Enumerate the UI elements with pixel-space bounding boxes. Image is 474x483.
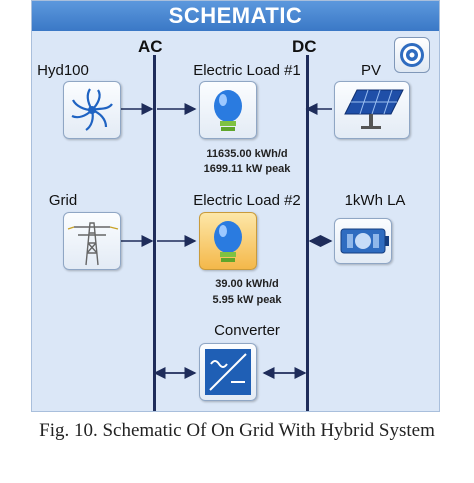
dc-bus (306, 55, 309, 411)
transmission-tower-icon (67, 222, 119, 266)
battery-component[interactable] (334, 218, 392, 264)
light-bulb-icon (214, 221, 242, 262)
converter-component[interactable] (199, 343, 257, 401)
ac-bus-label: AC (138, 37, 163, 56)
load2-energy: 39.00 kWh/d (215, 278, 279, 290)
schematic-panel: SCHEMATIC AC DC (31, 0, 440, 412)
load2-label: Electric Load #2 (193, 192, 301, 209)
dc-bus-label: DC (292, 37, 317, 56)
solar-panel-icon (344, 89, 404, 129)
turbine-icon (71, 88, 113, 131)
grid-component[interactable] (63, 212, 121, 270)
converter-icon (205, 349, 251, 395)
battery-icon (340, 228, 389, 254)
load1-peak: 1699.11 kW peak (203, 163, 291, 175)
light-bulb-icon (214, 90, 242, 131)
battery-label: 1kWh LA (344, 192, 406, 209)
load2-peak: 5.95 kW peak (212, 294, 282, 306)
pv-component[interactable] (334, 81, 410, 139)
pv-label: PV (360, 62, 381, 79)
hydro-component[interactable] (63, 81, 121, 139)
gear-icon (400, 43, 424, 67)
load1-label: Electric Load #1 (193, 62, 301, 79)
ac-bus (153, 55, 156, 411)
grid-label: Grid (48, 192, 78, 209)
schematic-header: SCHEMATIC (32, 1, 439, 31)
figure-caption: Fig. 10. Schematic Of On Grid With Hybri… (39, 420, 435, 441)
settings-button[interactable] (394, 37, 430, 73)
load1-energy: 11635.00 kWh/d (206, 148, 288, 160)
load2-component[interactable] (199, 212, 257, 270)
hydro-label: Hyd100 (37, 62, 89, 79)
converter-label: Converter (214, 322, 280, 339)
load1-component[interactable] (199, 81, 257, 139)
